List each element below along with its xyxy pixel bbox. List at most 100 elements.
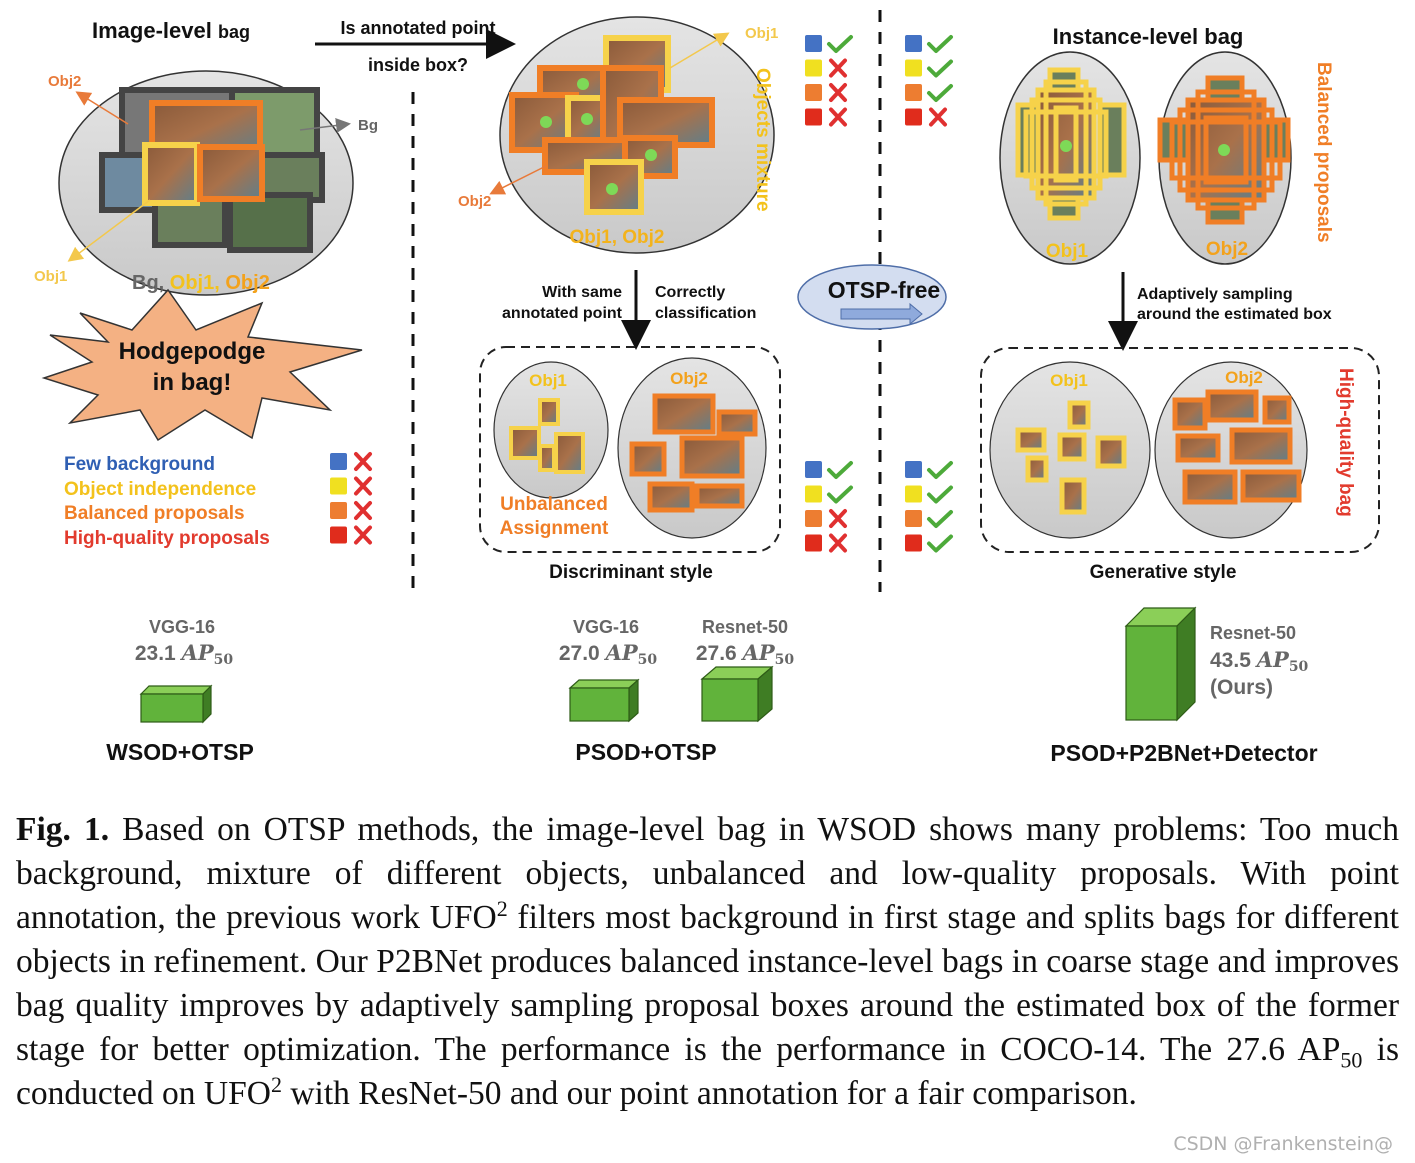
instance-level-bag-title: Instance-level bag	[1053, 24, 1244, 49]
cross-icon	[354, 501, 372, 520]
caption-label: Fig. 1.	[16, 811, 110, 848]
status-square	[805, 35, 822, 52]
check-icon	[827, 461, 853, 479]
check-icon	[827, 485, 853, 504]
group-label-psod-otsp: PSOD+OTSP	[575, 739, 716, 765]
status-square	[905, 461, 922, 478]
otsp-free-label: OTSP-free	[828, 277, 940, 303]
status-square	[905, 534, 922, 552]
bar-value-label: 23.1 AP50	[135, 640, 234, 668]
status-square	[805, 84, 822, 101]
status-square	[330, 502, 347, 519]
legend-balanced-proposals: Balanced proposals	[64, 503, 245, 524]
cross-icon	[829, 509, 847, 528]
obj1-label-instance: Obj1	[1046, 241, 1089, 262]
image-bag-contents: Bg, Obj1, Obj2	[132, 272, 270, 294]
bg-label: Bg	[358, 117, 378, 134]
status-square	[805, 510, 822, 527]
arrow-note-adaptive: Adaptively sampling	[1137, 286, 1293, 303]
objects-mixture-label: Objects mixture	[752, 68, 773, 212]
bar-cube-front	[569, 687, 630, 722]
status-square	[330, 526, 347, 544]
discriminant-box	[479, 346, 781, 553]
status-square	[905, 59, 922, 77]
caption-part-1: Based on OTSP methods, the image-level b…	[16, 811, 1399, 936]
bar-psod-resnet: Resnet-50 27.6 AP50	[696, 617, 795, 723]
bar-cube-front	[701, 678, 759, 722]
bar-backbone-label: Resnet-50	[1210, 623, 1296, 643]
legend-few-background: Few background	[64, 454, 215, 475]
generative-box	[980, 347, 1380, 553]
obj2-label-instance: Obj2	[1206, 239, 1248, 260]
cross-icon	[354, 525, 372, 545]
cross-icon	[929, 107, 947, 127]
obj1-label-discriminant: Obj1	[529, 371, 567, 390]
bar-value-label: 27.6 AP50	[696, 640, 795, 668]
check-icon	[927, 534, 953, 553]
cross-icon	[354, 476, 372, 496]
mixture-objs-pair: Obj1, Obj2	[569, 227, 664, 248]
check-icon	[927, 84, 953, 102]
obj2-label-generative: Obj2	[1225, 368, 1263, 387]
check-icon	[927, 510, 953, 528]
check-icon	[927, 461, 953, 479]
caption-part-3: is conducted on UFO	[16, 1031, 1399, 1112]
unbalanced-label-2: Assignment	[500, 518, 609, 539]
obj1-label-left: Obj1	[34, 268, 67, 285]
bar-wsod-vgg: VGG-16 23.1 AP50	[135, 617, 234, 724]
status-square	[905, 510, 922, 527]
bar-cube-side	[1176, 606, 1196, 722]
hodgepodge-burst	[41, 288, 363, 442]
check-icon	[827, 35, 853, 53]
high-quality-bag-label: High-quality bag	[1335, 368, 1356, 517]
figure-caption: Fig. 1. Based on OTSP methods, the image…	[16, 808, 1399, 1116]
group-label-wsod-otsp: WSOD+OTSP	[106, 739, 254, 765]
arrow-question-line1: Is annotated point	[341, 18, 496, 38]
obj2-label-discriminant: Obj2	[670, 369, 708, 388]
obj2-label-left: Obj2	[48, 73, 81, 90]
generative-obj1-proposals	[1015, 400, 1127, 515]
legend-object-independence: Object independence	[64, 479, 256, 500]
otsp-free-arrow	[840, 302, 923, 326]
legend-high-quality-proposals: High-quality proposals	[64, 528, 270, 549]
balanced-proposals-label: Balanced proposals	[1313, 62, 1334, 243]
arrow-question-line2: inside box?	[368, 55, 468, 75]
obj1-label-mixture: Obj1	[745, 25, 778, 42]
arrow-note-annotated-point: annotated point	[502, 305, 623, 322]
burst-text-line2: in bag!	[153, 369, 232, 396]
arrow-note-same-point: With same	[542, 284, 622, 301]
bar-cube-side	[628, 678, 639, 723]
obj1-label-generative: Obj1	[1050, 371, 1088, 390]
caption-part-2: filters most background in first stage a…	[16, 899, 1399, 1068]
arrow-note-estimated-box: around the estimated box	[1137, 306, 1332, 323]
bar-backbone-label: VGG-16	[573, 617, 639, 637]
instance-bag-obj1-proposals	[1015, 67, 1127, 221]
bar-cube-top	[139, 685, 213, 695]
burst-text-line1: Hodgepodge	[119, 338, 266, 365]
status-square	[905, 35, 922, 52]
bar-backbone-label: Resnet-50	[702, 617, 788, 637]
caption-sub-1: 50	[1340, 1047, 1363, 1073]
status-square	[905, 485, 922, 503]
cross-icon	[354, 452, 372, 471]
status-square	[905, 108, 922, 126]
check-icon	[927, 35, 953, 53]
caption-sup-1: 2	[496, 895, 508, 921]
obj2-label-mixture: Obj2	[458, 193, 491, 210]
mixture-proposals	[509, 35, 715, 215]
bar-value-label: 43.5 AP50	[1210, 647, 1309, 675]
generative-style-label: Generative style	[1090, 562, 1237, 583]
property-legend: Few background Object independence Balan…	[64, 454, 270, 549]
bar-cube-front	[1125, 625, 1178, 721]
check-icon	[927, 59, 953, 78]
unbalanced-label-1: Unbalanced	[500, 494, 608, 515]
arrow-note-correctly: Correctly	[655, 284, 725, 301]
cross-icon	[829, 107, 847, 127]
image-level-bag-title: Image-level bag	[92, 18, 250, 43]
status-square	[805, 485, 822, 503]
discriminant-style-label: Discriminant style	[549, 562, 713, 583]
bar-psod-vgg: VGG-16 27.0 AP50	[559, 617, 657, 723]
status-square	[905, 84, 922, 101]
status-square	[805, 59, 822, 77]
check-icon	[927, 485, 953, 504]
